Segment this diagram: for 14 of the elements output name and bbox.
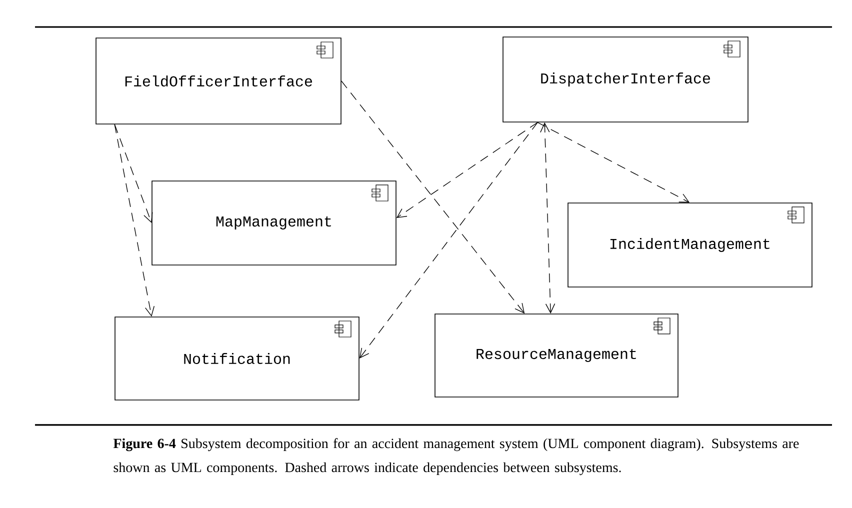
dependency-arrow [114,124,153,223]
component-box: DispatcherInterface [502,36,748,122]
component-box: Notification [114,316,360,400]
dependency-arrow [114,124,155,317]
component-box: IncidentManagement [568,202,812,288]
component-box: FieldOfficerInterface [96,38,342,124]
dependency-arrow [359,122,538,358]
dependency-arrow [396,122,538,218]
dependency-arrow [341,80,525,314]
component-box: MapManagement [152,180,396,266]
dependency-arrow [540,122,556,314]
figure-caption: Figure 6-4 Subsystem decomposition for an accident management system (UML component diagram). Subsystems are shown as UML components. Dashed arrows indicate dependencies between subsystems. [113,438,799,476]
dependency-arrow [537,122,690,203]
component-box: ResourceManagement [434,314,678,398]
